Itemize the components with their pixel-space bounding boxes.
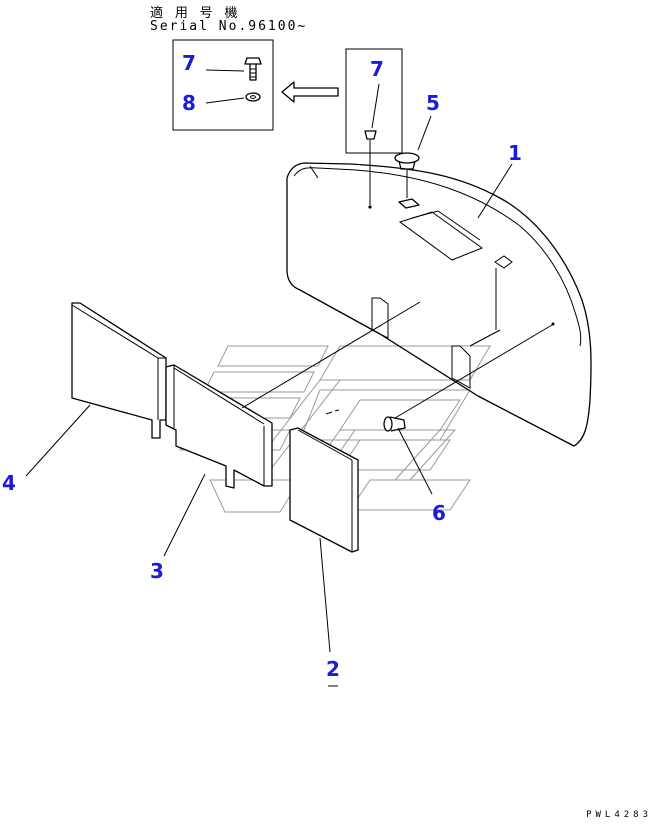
counterweight: 1 xyxy=(286,141,592,447)
callout-7-main: 7 xyxy=(370,57,384,81)
cap-icon: 5 xyxy=(394,91,440,209)
callout-7-inset: 7 xyxy=(182,51,196,75)
cover-plate-3: 3 xyxy=(150,301,421,583)
detail-box: 7 xyxy=(345,48,403,209)
serial-number-label: Serial No.96100~ xyxy=(150,19,308,34)
callout-1: 1 xyxy=(508,141,522,165)
callout-2: 2 xyxy=(326,657,340,681)
inset-box: 7 8 xyxy=(172,39,274,131)
callout-3: 3 xyxy=(150,559,164,583)
drawing-code: PWL4283 xyxy=(586,810,652,820)
cover-plate-2: 2 xyxy=(289,427,359,687)
callout-6: 6 xyxy=(432,501,446,525)
applicability-label: 適 用 号 機 xyxy=(150,6,240,21)
washer-icon xyxy=(245,92,261,102)
cover-plate-4: 4 xyxy=(2,302,167,495)
callout-4: 4 xyxy=(2,471,16,495)
bolt-icon xyxy=(244,57,262,81)
arrow-left-icon xyxy=(281,81,339,103)
callout-8: 8 xyxy=(182,91,196,115)
callout-5: 5 xyxy=(426,91,440,115)
plug-icon: 6 xyxy=(383,416,446,525)
